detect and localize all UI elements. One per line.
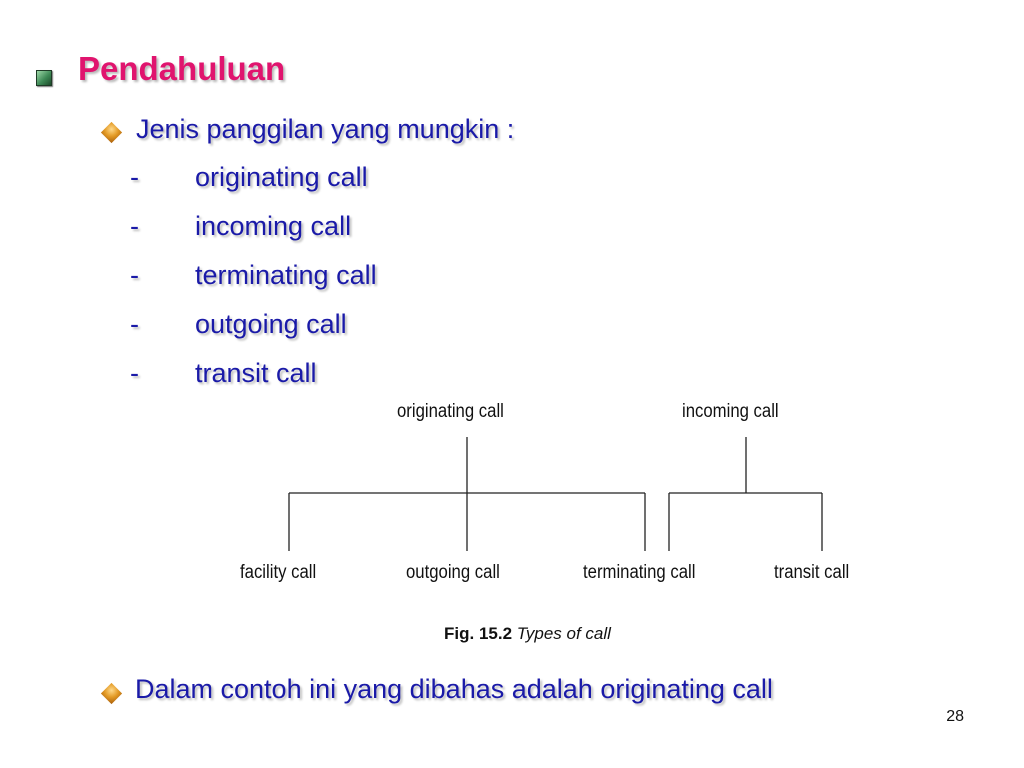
figure-title: Types of call	[516, 624, 611, 643]
conclusion-text: Dalam contoh ini yang dibahas adalah ori…	[135, 674, 773, 704]
list-item-outgoing-call: outgoing call	[195, 309, 347, 339]
list-item-transit-call: transit call	[195, 358, 317, 388]
list-dash: -	[130, 162, 139, 192]
list-dash: -	[130, 211, 139, 241]
list-dash: -	[130, 260, 139, 290]
node-terminating-call: terminating call	[583, 562, 696, 583]
node-outgoing-call: outgoing call	[406, 562, 500, 583]
node-incoming-call: incoming call	[682, 401, 779, 422]
list-dash: -	[130, 358, 139, 388]
title-bullet-icon	[36, 70, 52, 86]
figure-label: Fig. 15.2	[444, 624, 513, 643]
list-item-terminating-call: terminating call	[195, 260, 377, 290]
page-number: 28	[946, 708, 964, 725]
node-originating-call: originating call	[397, 401, 504, 422]
slide-title: Pendahuluan	[78, 50, 286, 87]
list-dash: -	[130, 309, 139, 339]
list-item-originating-call: originating call	[195, 162, 368, 192]
list-item-incoming-call: incoming call	[195, 211, 352, 241]
figure-caption: Fig. 15.2 Types of call	[444, 624, 611, 644]
node-facility-call: facility call	[240, 562, 317, 583]
node-transit-call: transit call	[774, 562, 850, 583]
intro-text: Jenis panggilan yang mungkin :	[136, 114, 515, 144]
